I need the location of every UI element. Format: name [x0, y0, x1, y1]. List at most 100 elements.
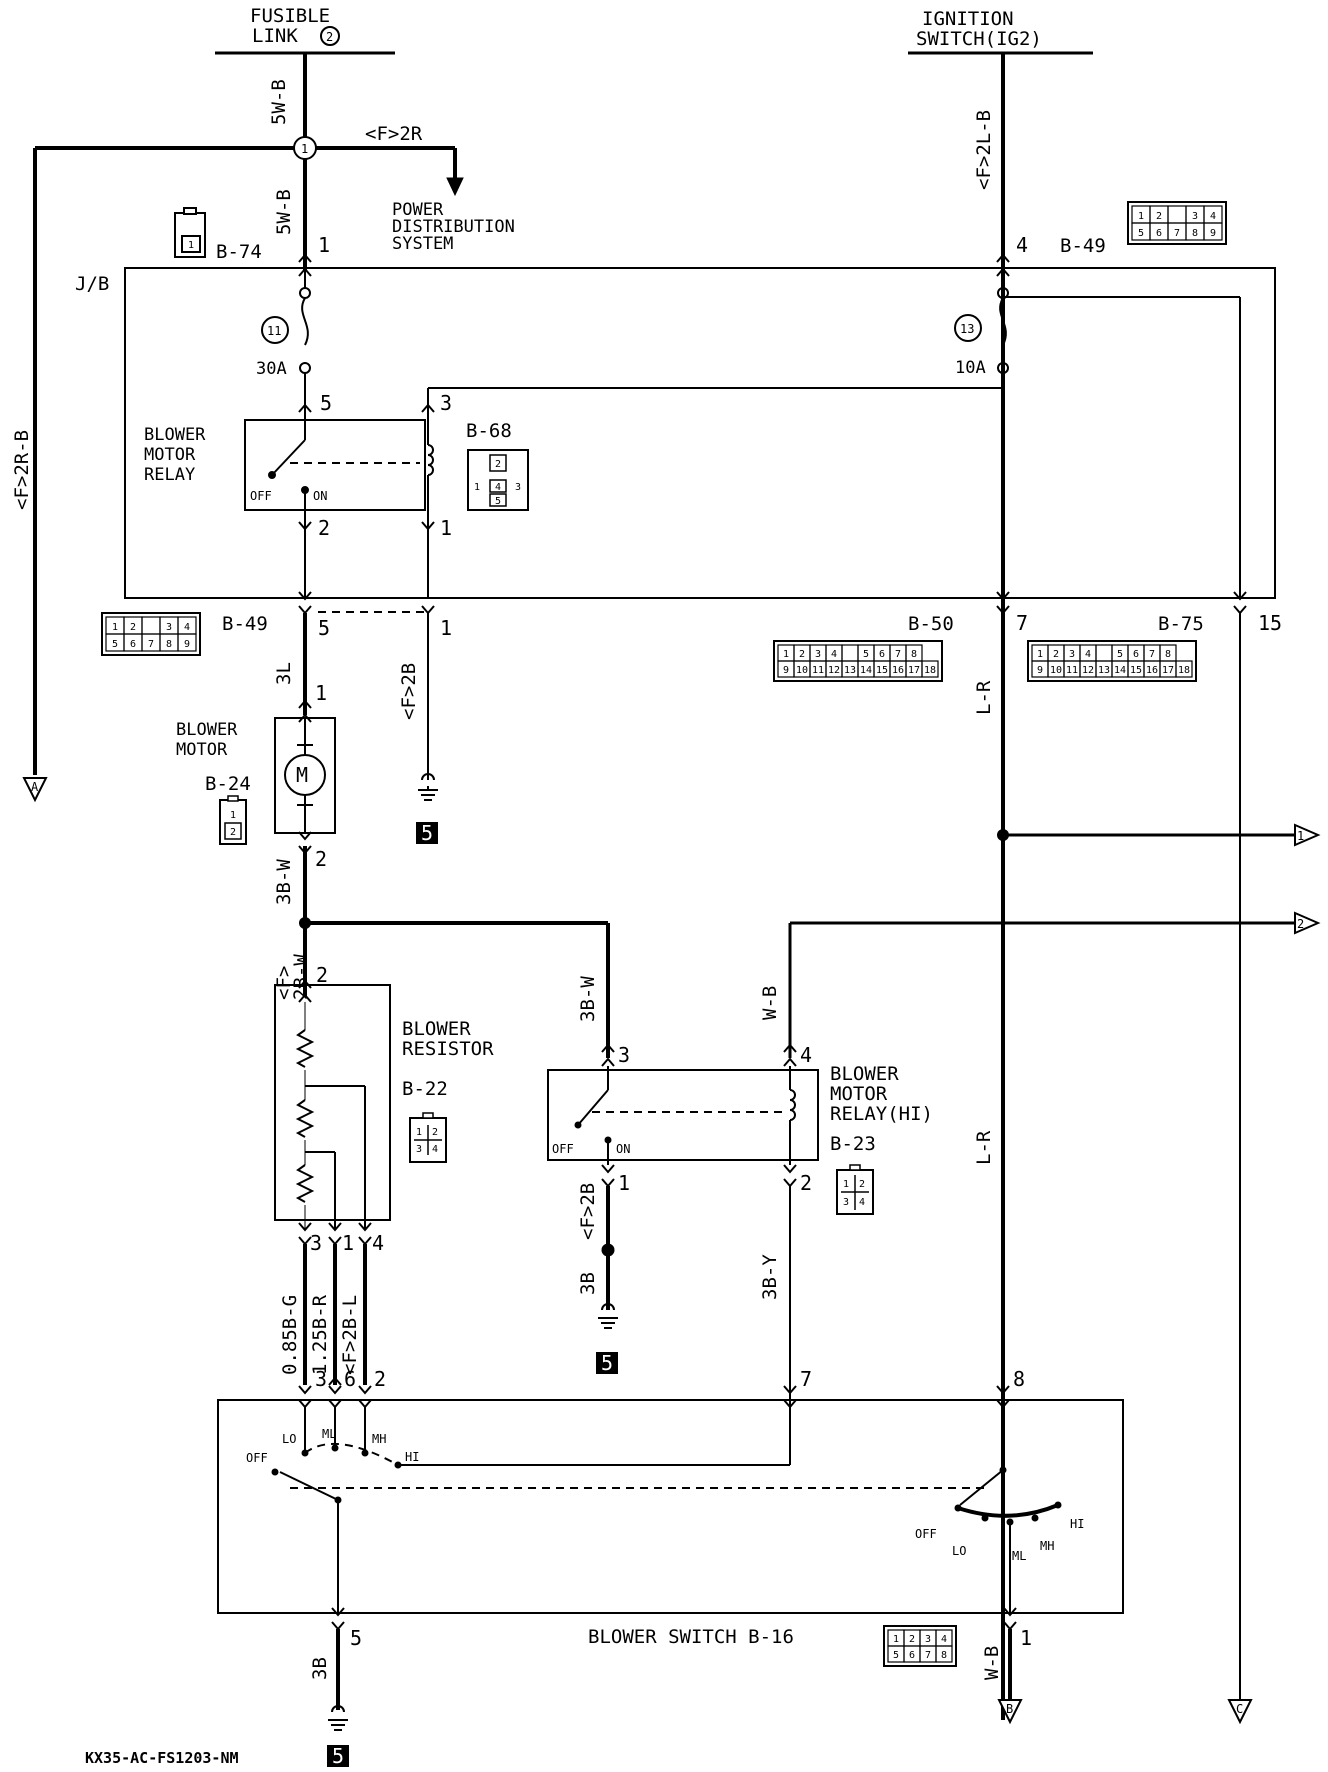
relay-label-1: BLOWER	[144, 425, 206, 445]
fuse11-num: 11	[267, 324, 281, 338]
b75-outline	[1027, 640, 1197, 682]
blower-motor-label-1: BLOWER	[176, 720, 238, 740]
motor-m: M	[296, 763, 308, 787]
wire-3bw: 3B-W	[273, 859, 295, 905]
b49-bot-cell-label: 2	[130, 622, 136, 633]
b75-cell-label: 8	[1165, 649, 1171, 660]
b50-cell-label: 1	[783, 649, 789, 660]
ground-ref-1: 5	[421, 821, 433, 845]
blower-motor-wiring	[274, 613, 429, 980]
b50-cell-label: 13	[844, 665, 856, 676]
pin-sw-6: 6	[344, 1367, 356, 1391]
b75-cell	[1095, 644, 1113, 662]
ground-ref-3: 5	[332, 1744, 344, 1768]
relay-hi-label-1: BLOWER	[830, 1063, 899, 1085]
connector-b23-icon: 1 2 3 4	[836, 1164, 874, 1215]
pin-relay-5: 5	[320, 391, 332, 415]
offpage-1-arrow	[1294, 823, 1321, 847]
fuse11-rating: 30A	[256, 359, 287, 379]
pin-sw-8: 8	[1013, 1367, 1025, 1391]
b49-top-cell-label: 7	[1174, 228, 1180, 239]
b49-top-cell-label: 4	[1210, 211, 1216, 222]
b74-cell: 1	[188, 240, 194, 251]
connector-b24-icon: 1 2	[219, 795, 247, 845]
ground-ref-2: 5	[601, 1351, 613, 1375]
splice-1: 1	[301, 142, 308, 156]
b75-cell-label: 2	[1053, 649, 1059, 660]
b50-cell-label: 8	[911, 649, 917, 660]
b50-cell-label: 3	[815, 649, 821, 660]
b50-cell-label: 5	[863, 649, 869, 660]
fuse-13	[427, 270, 1241, 598]
blower-motor-relay-box	[244, 419, 426, 511]
offpage-a: A	[31, 780, 39, 794]
b49-top-cell-label: 5	[1138, 228, 1144, 239]
wire-f2rb: <F>2R-B	[11, 430, 33, 510]
resistor-label-2: RESISTOR	[402, 1038, 494, 1060]
connector-b22: B-22	[402, 1078, 448, 1100]
b16-cell-label: 3	[925, 1634, 931, 1645]
b68-cell-4: 4	[495, 482, 501, 493]
b49-top-cell	[1203, 222, 1223, 241]
fusible-link-label-2: LINK	[252, 25, 298, 47]
fusible-link-label-1: FUSIBLE	[250, 5, 330, 27]
wire-3bw-b: 3B-W	[577, 976, 599, 1022]
offpage-c-arrow	[1227, 1699, 1253, 1725]
wire-f2b-b: <F>2B	[577, 1183, 599, 1240]
b75-cell-label: 15	[1130, 665, 1142, 676]
b50-cell-label: 17	[908, 665, 920, 676]
b23-cell-4: 4	[859, 1197, 865, 1208]
b75-cell-label: 7	[1149, 649, 1155, 660]
b49-bot-cell-label: 3	[166, 622, 172, 633]
pin-hi-3: 3	[618, 1043, 630, 1067]
b22-cell-3: 3	[416, 1144, 422, 1155]
pin-motor-2: 2	[315, 847, 327, 871]
b16-outline	[883, 1625, 957, 1667]
motor-ground-side-wiring	[299, 917, 1295, 1058]
b24-cell-2: 2	[230, 827, 236, 838]
wire-f2bw-f: <F>	[273, 966, 295, 1000]
pin-res-3: 3	[310, 1231, 322, 1255]
wire-f2bl: <F>2B-L	[339, 1295, 361, 1375]
pin-relay-1: 1	[440, 516, 452, 540]
b22-cell-2: 2	[432, 1127, 438, 1138]
b75-cell-label: 14	[1114, 665, 1126, 676]
power-dist-1: POWER	[392, 200, 444, 220]
b49-top-cell-label: 3	[1192, 211, 1198, 222]
relay-hi-wiring	[547, 1043, 819, 1455]
b50-cell-label: 16	[892, 665, 904, 676]
connector-b50: B-50	[908, 613, 954, 635]
fusible-link-2: FUSIBLE LINK 2	[215, 5, 395, 55]
b50-cell-label: 7	[895, 649, 901, 660]
b23-cell-2: 2	[859, 1179, 865, 1190]
pin-hi-2: 2	[800, 1171, 812, 1195]
b49-top-cell-label: 6	[1156, 228, 1162, 239]
sw2-lo: LO	[952, 1544, 966, 1558]
fuse13-num: 13	[960, 322, 974, 336]
sw2-ml: ML	[1012, 1549, 1026, 1563]
pin-relay-3: 3	[440, 391, 452, 415]
b16-cell-label: 2	[909, 1634, 915, 1645]
b49-top-cell	[1167, 205, 1187, 224]
pin-sw-7: 7	[800, 1367, 812, 1391]
b68-cell-5: 5	[495, 496, 501, 507]
b50-cell	[841, 644, 859, 662]
b75-cell-label: 16	[1146, 665, 1158, 676]
wire-3b-gnd: 3B	[309, 1657, 331, 1680]
ground-ref-box-1	[416, 822, 438, 844]
main-power-feed	[33, 53, 464, 775]
b50-cell-label: 10	[796, 665, 808, 676]
b49-bot-cell	[177, 633, 197, 652]
sw2-off: OFF	[915, 1527, 937, 1541]
wire-125: 1.25B-R	[309, 1294, 331, 1375]
connector-b75: B-75	[1158, 613, 1204, 635]
b50-cell-label: 2	[799, 649, 805, 660]
b68-cell-1: 1	[474, 482, 480, 493]
wire-5wb-top: 5W-B	[268, 79, 290, 125]
connector-b74-icon: 1	[174, 207, 206, 258]
pin-res-2: 2	[316, 963, 328, 987]
fuse13-rating: 10A	[955, 358, 986, 378]
b49-top-cell-label: 9	[1210, 228, 1216, 239]
lr-junction	[997, 829, 1009, 841]
